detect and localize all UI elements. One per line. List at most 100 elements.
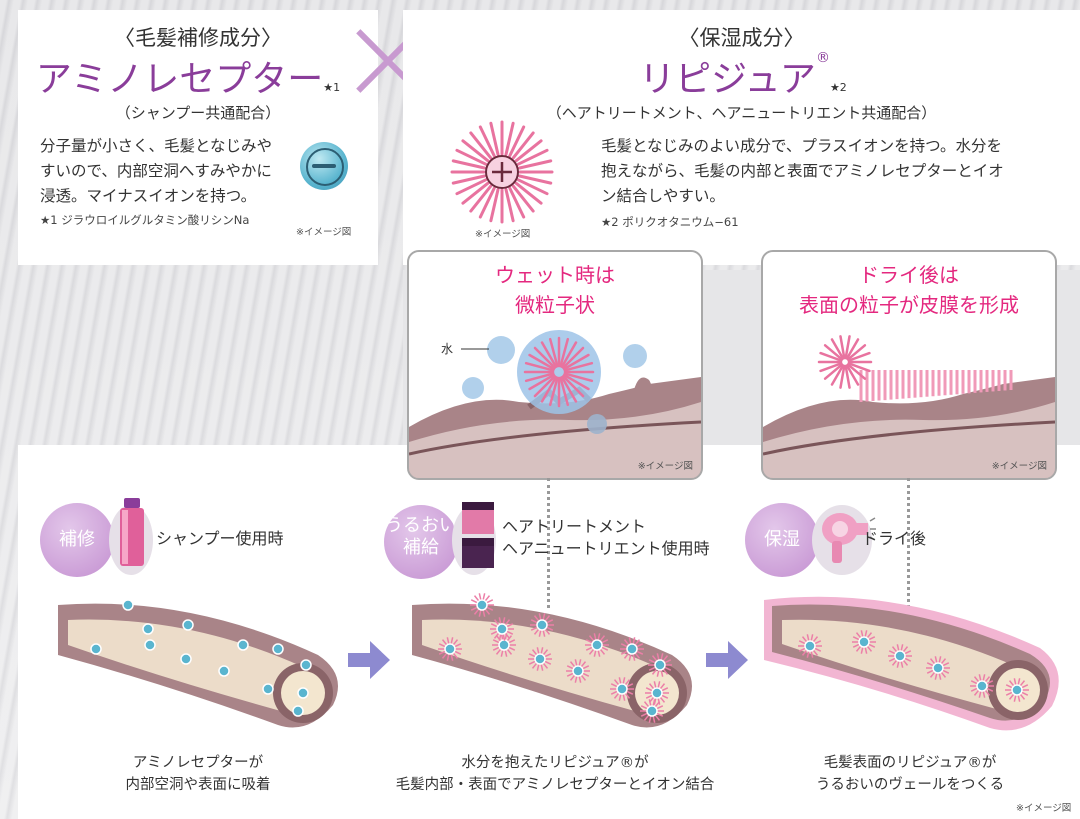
burst-ray [819,351,843,362]
burst-ray [490,623,498,628]
badge-text: 保湿 [764,529,800,550]
hair-section-moisturize [764,596,1059,731]
step-label: ドライ後 [862,528,926,550]
burst-ray [593,649,597,657]
burst-ray [973,689,980,696]
burst-ray [866,632,873,639]
burst-ray [544,660,552,665]
burst-ray [636,650,644,655]
burst-ray [544,628,551,635]
burst-ray [659,683,666,690]
card-header: 〈毛髪補修成分〉 [114,26,282,50]
burst-ray [560,341,578,369]
burst-ray [563,361,594,372]
step-label: ヘアトリートメント ヘアニュートリエント使用時 [502,516,710,560]
burst-ray [486,606,494,611]
step-badge-moisture-supply: うるおい 補給 [384,505,458,579]
amino-receptor-ion [182,619,194,631]
burst-ray [533,615,540,622]
burst-ray [482,609,486,617]
burst-ray [978,690,982,698]
burst-ray [806,650,810,658]
burst-ray [574,675,578,683]
shampoo-bottle-icon [120,498,144,566]
step-badge-moisturize: 保湿 [745,503,819,577]
burst-ray [588,635,595,642]
burst-ray [438,643,446,648]
burst-ray [504,632,511,639]
burst-ray [451,159,486,170]
burst-ray [478,609,482,617]
card-subtitle: （シャンプー共通配合） [115,104,281,122]
burst-ray [613,692,620,699]
desc-line: 分子量が小さく、毛髪となじみや [40,137,273,155]
burst-ray [620,643,628,648]
amino-receptor-ion [218,665,230,677]
amino-receptor-ion [144,639,156,651]
burst-ray [902,659,909,666]
burst-ray [528,353,556,371]
burst-ray [560,375,578,403]
burst-ray [489,121,500,156]
burst-ray [847,351,871,362]
amino-receptor-ion [536,619,548,631]
burst-ray [860,630,864,638]
burst-ray [601,646,609,651]
burst-ray [500,649,504,657]
burst-ray [538,629,542,637]
step-caption: 毛髪表面のリピジュア®が うるおいのヴェールをつくる [760,752,1060,796]
burst-ray [540,375,558,403]
burst-ray [978,674,982,682]
burst-ray [506,630,514,635]
burst-ray [651,655,658,662]
amino-receptor-ion [626,643,638,655]
burst-ray [566,672,574,677]
burst-ray [531,662,538,669]
burst-ray [528,653,536,658]
burst-ray [599,648,606,655]
arrow-right-icon [348,641,390,679]
burst-ray [929,671,936,678]
burst-ray [866,645,873,652]
lipidure-particle [645,681,669,705]
amino-receptor-ion [90,643,102,655]
label-line: ドライ後 [862,529,927,548]
amino-receptor-ion [498,639,510,651]
burst-ray [654,714,661,721]
burst-ray [588,648,595,655]
burst-ray [940,671,947,678]
burst-ray [845,364,860,386]
caption-line: 水分を抱えたリピジュア®が [461,755,649,771]
burst-ray [896,660,900,668]
burst-ray [461,139,490,163]
burst-ray [632,653,636,661]
amino-receptor-ion [858,636,870,648]
burst-ray [452,639,459,646]
burst-ray [839,364,846,389]
burst-ray [620,650,628,655]
burst-ray [896,644,900,652]
burst-ray [610,683,618,688]
burst-ray [814,647,822,652]
burst-ray [450,653,454,661]
burst-ray [847,362,871,373]
card-header: 〈保湿成分〉 [678,26,805,50]
burst-ray [580,661,587,668]
burst-ray [502,617,506,625]
lipidure-particle [640,699,664,723]
hair-section-repair [58,599,338,728]
burst-ray [559,337,570,368]
amino-receptor-ion [262,683,274,695]
desc-line: すいので、内部空洞へすみやかに [40,162,272,180]
burst-ray [493,632,500,639]
burst-ray [662,668,669,675]
burst-ray [498,633,502,641]
burst-ray [441,652,448,659]
amino-receptor-ion [572,665,584,677]
amino-receptor-ion [616,683,628,695]
burst-ray [648,659,656,664]
burst-ray [661,687,669,692]
burst-ray [455,178,488,196]
title-line: 表面の粒子が皮膜を形成 [799,293,1019,317]
burst-ray [622,677,626,685]
